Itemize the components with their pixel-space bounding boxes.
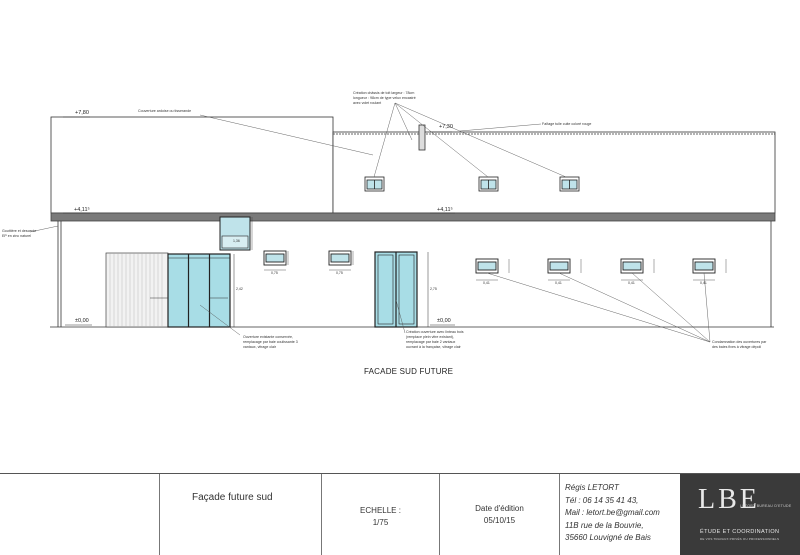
annotation-cond-2: des baies fixes à vitrage dépoli [712,345,761,349]
annotation-gutter-2: EP en zinc naturel [2,234,31,238]
window-dims [264,251,727,281]
annotation-door-1: Création ouverture avec linteau bois [406,330,464,334]
logo-mark: LBE [698,484,760,515]
annotation-skylight-1: Création châssis de toit largeur : 78cm [353,91,414,95]
annotation-skylight-3: avec volet roulant [353,101,381,105]
french-door [374,251,429,328]
dim-big-bay-height: 2,42 [236,287,243,291]
scale-label: ECHELLE : [360,506,401,515]
company-logo: LBE LETORT BUREAU D'ETUDE ÉTUDE ET COORD… [680,474,800,555]
scale-value: 1/75 [372,518,389,527]
dim-window-6: 0,41 [700,281,707,285]
date-value: 05/10/15 [483,516,516,525]
logo-tagline: LETORT BUREAU D'ETUDE [740,504,792,508]
annotation-ridge-tile: Faîtage tuile cuite coloré rouge [542,122,591,126]
annotation-door-3: remplacage par baie 2 vantaux [406,340,456,344]
annotation-door-4: ouvrant à la française, vitrage clair [406,345,462,349]
shed-cladding [105,252,169,328]
contact-mail: Mail : letort.be@gmail.com [565,508,660,518]
level-ground-right: ±0,00 [437,318,451,324]
dim-window-1: 0,75 [271,271,278,275]
dim-window-4: 0,41 [555,281,562,285]
level-ground-left: ±0,00 [75,318,89,324]
glass-box [219,216,253,251]
dim-window-2: 0,75 [336,271,343,275]
eave-band [50,212,776,222]
contact-city: 35660 Louvigné de Bais [565,533,651,543]
annotation-skylight-2: longueur : 98cm de type velux encastré [353,96,416,100]
chimney [418,124,426,151]
annotation-slide-3: vantaux, vitrage clair [243,345,277,349]
level-ridge-right: +7,30 [439,124,453,130]
logo-subtitle: ÉTUDE ET COORDINATION [700,529,780,535]
drawing-title: FACADE SUD FUTURE [364,367,453,376]
annotation-door-2: (remplace plein vitre existant), [406,335,454,339]
dim-window-5: 0,41 [628,281,635,285]
dim-door-height: 2,75 [430,287,437,291]
scale-cell: ECHELLE : 1/75 [322,474,440,555]
small-windows [263,250,716,274]
annotation-slide-2: remplacage par baie coulissante 3 [243,340,298,344]
roof-left-volume [50,116,334,214]
level-markers: +7,80 +7,30 +4,11⁵ +4,11⁵ ±0,00 ±0,00 [63,110,455,326]
title-block: Façade future sud ECHELLE : 1/75 Date d'… [0,473,800,555]
logo-subtitle-2: DE VOS TRAVAUX PRIVÉS OU PROFESSIONNELS [700,537,780,541]
sliding-bay [150,253,235,328]
level-eave-left: +4,11⁵ [74,206,90,213]
project-title: Façade future sud [192,492,273,503]
project-cell: Façade future sud [160,474,322,555]
skylights [364,176,580,192]
annotation-gutter-1: Gouttière et descente [2,229,36,233]
roof-right-volume [332,131,776,214]
dim-window-3: 0,41 [483,281,490,285]
contact-block: Régis LETORT Tél : 06 14 35 41 43, Mail … [565,482,660,545]
annotation-roof-cover: Couverture ardoise ou tisserande [138,109,191,113]
annotation-slide-1: Ouverture existante conservée, [243,335,293,339]
date-cell: Date d'édition 05/10/15 [440,474,560,555]
level-eave-right: +4,11⁵ [437,206,453,213]
contact-address: 11B rue de la Bouvrie, [565,520,644,530]
contact-tel: Tél : 06 14 35 41 43, [565,495,639,505]
annotation-cond-1: Condamnation des ouvertures par [712,340,767,344]
leader-lines [29,102,711,343]
dim-glass-box: 1,36 [233,239,240,243]
elevation-drawing: +7,80 +7,30 +4,11⁵ +4,11⁵ ±0,00 ±0,00 [2,91,776,376]
title-block-blank-cell [0,474,160,555]
contact-name: Régis LETORT [565,483,619,492]
date-label: Date d'édition [475,504,524,513]
level-ridge-left: +7,80 [75,110,89,116]
